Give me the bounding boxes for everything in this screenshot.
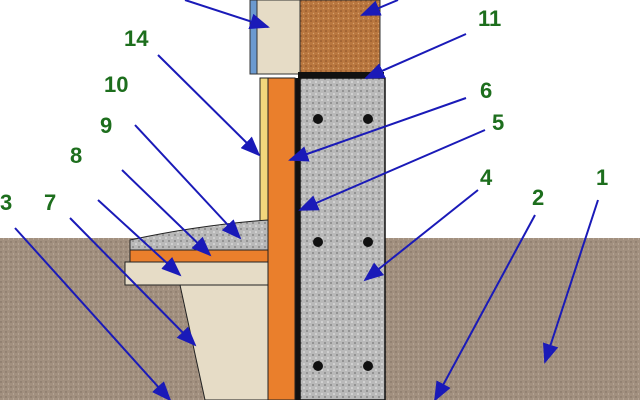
sand-bed: [124, 261, 269, 286]
label-7: 7: [44, 190, 56, 215]
label-6: 6: [480, 78, 492, 103]
label-4: 4: [480, 165, 493, 190]
leader-arrows: [14, 0, 599, 400]
waterproofing-layer: [298, 72, 384, 78]
plinth-finish: [259, 77, 269, 223]
label-11: 11: [478, 6, 501, 31]
label-5: 5: [492, 110, 504, 135]
concrete-foundation: [299, 77, 386, 400]
label-9: 9: [100, 113, 112, 138]
label-3: 3: [0, 190, 12, 215]
insulation-board: [267, 77, 296, 400]
brick-wall: [299, 0, 381, 75]
gravel-base: [179, 284, 269, 400]
label-2: 2: [532, 185, 544, 210]
label-14: 14: [124, 26, 149, 51]
label-10: 10: [104, 72, 128, 97]
rebar: [313, 114, 373, 371]
facade-strip: [249, 0, 258, 75]
foundation-waterproofing: [295, 78, 300, 400]
blind-area-insulation: [129, 249, 269, 263]
label-1: 1: [596, 165, 608, 190]
wall-insulation-block: [249, 0, 301, 75]
label-8: 8: [70, 143, 82, 168]
